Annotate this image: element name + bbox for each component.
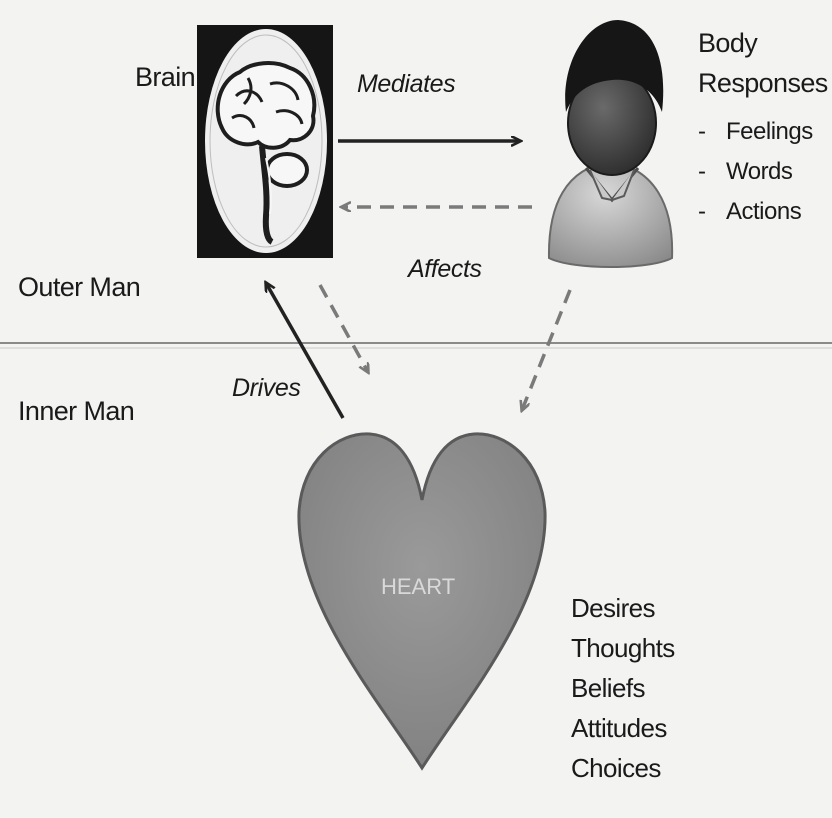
brain-to-heart-arrow (320, 285, 368, 372)
heart-content-item: Thoughts (571, 628, 675, 668)
response-item: -Actions (698, 192, 813, 232)
heart-content-item: Desires (571, 588, 675, 628)
response-item: -Feelings (698, 112, 813, 152)
heart-shape (299, 434, 545, 768)
person-icon (549, 20, 672, 267)
brain-label: Brain (135, 62, 195, 93)
heart-content-item: Beliefs (571, 668, 675, 708)
mediates-label: Mediates (357, 70, 455, 99)
heart-label: HEART (381, 574, 455, 600)
body-label-line2: Responses (698, 68, 828, 99)
affects-label: Affects (408, 255, 482, 284)
inner-man-label: Inner Man (18, 396, 134, 427)
heart-content-item: Choices (571, 748, 675, 788)
heart-content-item: Attitudes (571, 708, 675, 748)
response-item: -Words (698, 152, 813, 192)
brain-icon (197, 25, 333, 258)
drives-label: Drives (232, 374, 300, 403)
body-responses-list: -Feelings -Words -Actions (698, 112, 813, 232)
body-label-line1: Body (698, 28, 757, 59)
body-to-heart-arrow (522, 290, 570, 410)
heart-contents-list: Desires Thoughts Beliefs Attitudes Choic… (571, 588, 675, 788)
outer-man-label: Outer Man (18, 272, 140, 303)
